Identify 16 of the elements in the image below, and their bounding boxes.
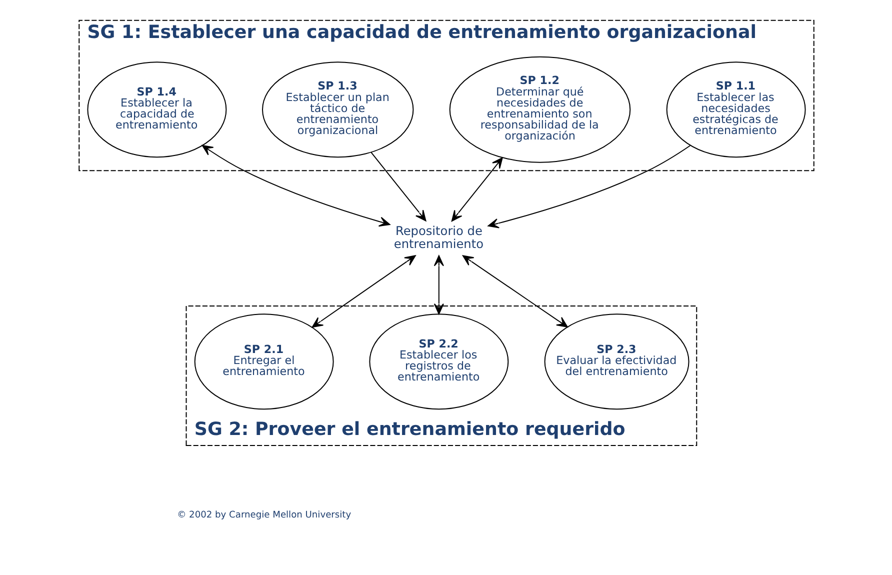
node-text: Repositorio de entrenamiento <box>393 224 484 252</box>
node-ellipse: SP 1.1 Establecer las necesidades estratégicas de entrenamiento <box>666 62 806 158</box>
node-ellipse: SP 2.3 Evaluar la efectividad del entrenamiento <box>544 314 689 410</box>
arrow <box>311 255 416 328</box>
node-ellipse: SP 2.1 Entregar el entrenamiento <box>194 314 334 410</box>
node-ellipse: SP 1.2 Determinar qué necesidades de entrenamiento son responsabilidad de la organización <box>448 56 630 163</box>
node-ellipse: SP 2.2 Establecer los registros de entrenamiento <box>368 314 508 410</box>
arrow <box>487 145 690 228</box>
label: © 2002 by Carnegie Mellon University <box>176 510 351 520</box>
node-ellipse: SP 1.3 Establecer un plan táctico de entrenamiento organizacional <box>262 62 414 158</box>
arrow <box>433 255 444 314</box>
arrow <box>450 157 502 222</box>
arrow <box>201 144 390 227</box>
arrow <box>462 255 568 328</box>
arrow <box>370 152 426 222</box>
node-ellipse: SP 1.4 Establecer la capacidad de entrenamiento <box>86 62 226 158</box>
